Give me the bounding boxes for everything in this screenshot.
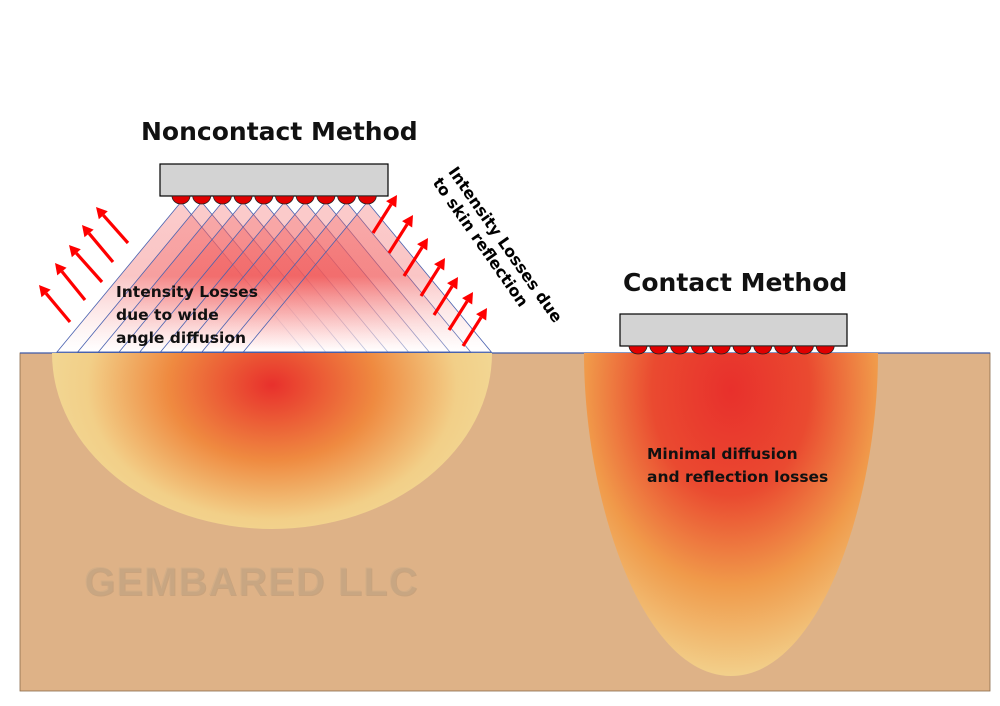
reflection-arrow bbox=[387, 215, 413, 254]
led bbox=[794, 345, 814, 355]
led bbox=[316, 195, 336, 205]
reflection-arrow bbox=[39, 285, 72, 324]
reflection-arrow bbox=[96, 207, 130, 245]
diffusion-note-line: due to wide bbox=[116, 306, 219, 324]
noncontact-leds bbox=[171, 195, 377, 205]
contact-note: Minimal diffusion and reflection losses bbox=[647, 443, 828, 489]
led bbox=[815, 345, 835, 355]
led bbox=[337, 195, 357, 205]
diffusion-note: Intensity Losses due to wide angle diffu… bbox=[116, 281, 258, 350]
contact-leds bbox=[628, 345, 835, 355]
led bbox=[732, 345, 752, 355]
noncontact-title: Noncontact Method bbox=[141, 117, 418, 146]
led bbox=[171, 195, 191, 205]
reflection-arrow bbox=[461, 308, 487, 347]
led bbox=[357, 195, 377, 205]
diffusion-note-line: angle diffusion bbox=[116, 329, 247, 347]
penetration-zone-contact bbox=[584, 353, 878, 676]
led bbox=[670, 345, 690, 355]
led bbox=[254, 195, 274, 205]
watermark: GEMBARED LLC bbox=[84, 560, 419, 604]
reflection-arrows bbox=[39, 195, 487, 347]
led bbox=[711, 345, 731, 355]
led bbox=[295, 195, 315, 205]
contact-device bbox=[619, 313, 848, 347]
led bbox=[192, 195, 212, 205]
reflection-arrow bbox=[447, 292, 473, 331]
reflection-arrow bbox=[82, 225, 115, 264]
noncontact-device bbox=[159, 163, 389, 197]
led bbox=[774, 345, 794, 355]
reflection-arrow bbox=[55, 263, 87, 302]
contact-title: Contact Method bbox=[623, 268, 848, 297]
light-beam bbox=[242, 201, 493, 353]
reflection-arrow bbox=[402, 238, 428, 277]
contact-note-line: and reflection losses bbox=[647, 468, 829, 486]
diffusion-zone-noncontact bbox=[52, 353, 492, 529]
led bbox=[628, 345, 648, 355]
led bbox=[275, 195, 294, 205]
reflection-arrow bbox=[432, 277, 458, 316]
led bbox=[212, 195, 232, 205]
reflection-arrow bbox=[371, 195, 397, 234]
contact-note-line: Minimal diffusion bbox=[647, 445, 798, 463]
light-beams bbox=[56, 201, 493, 353]
reflection-arrow bbox=[69, 245, 104, 284]
reflection-arrow bbox=[419, 258, 445, 297]
diffusion-note-line: Intensity Losses bbox=[116, 283, 258, 301]
led bbox=[649, 345, 669, 355]
led bbox=[690, 345, 710, 355]
led bbox=[233, 195, 253, 205]
led bbox=[753, 345, 773, 355]
